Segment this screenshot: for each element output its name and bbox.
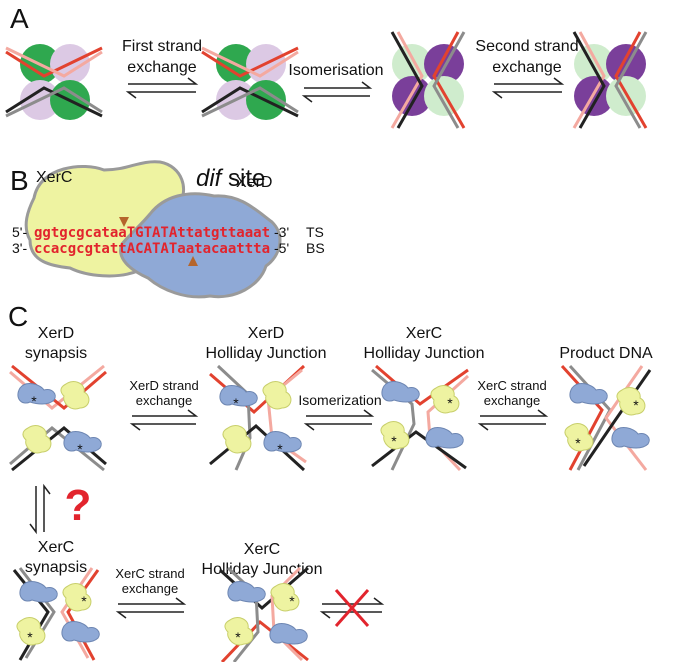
dif-site-title: dif site bbox=[196, 165, 265, 192]
panel-a-letter: A bbox=[10, 3, 29, 34]
bottom-strand-3prime: 3'- bbox=[12, 240, 27, 256]
state6-complex: * * bbox=[218, 566, 309, 662]
bottom-strand-sequence: ccacgcgtattACATATaatacaattta bbox=[34, 241, 270, 257]
arrow3-equilibrium bbox=[477, 409, 549, 431]
arrow4-label-line1: XerC strand bbox=[115, 566, 184, 581]
vertical-equilibrium-arrow bbox=[29, 483, 51, 535]
state2-label-line1: XerD bbox=[248, 325, 284, 342]
svg-text:*: * bbox=[77, 441, 83, 457]
xerc-label: XerC bbox=[36, 169, 72, 186]
state5-label-line2: synapsis bbox=[25, 559, 87, 576]
blocked-equilibrium-arrow bbox=[319, 589, 385, 627]
arrow3-label-line1: XerC strand bbox=[477, 378, 546, 393]
panel-a-step1b-label: exchange bbox=[127, 59, 196, 76]
arrow4-equilibrium bbox=[115, 597, 187, 619]
state1-label-line1: XerD bbox=[38, 325, 74, 342]
panel-a-equilibrium-arrow-2 bbox=[301, 81, 373, 103]
svg-text:*: * bbox=[391, 433, 397, 449]
state2-label-line2: Holliday Junction bbox=[206, 345, 327, 362]
state1-complex: * * bbox=[9, 364, 107, 472]
panel-a-complex-3 bbox=[390, 30, 466, 130]
cleavage-site-marker-top bbox=[119, 217, 129, 227]
xerd-protein-shape bbox=[119, 192, 282, 299]
bottom-strand-tag: BS bbox=[306, 240, 325, 256]
panel-b-letter: B bbox=[10, 165, 29, 196]
top-strand-sequence: ggtgcgcataaTGTATAttatgttaaat bbox=[34, 225, 270, 241]
arrow2-label: Isomerization bbox=[298, 392, 381, 408]
state4-label: Product DNA bbox=[559, 345, 653, 362]
arrow1-label-line1: XerD strand bbox=[129, 378, 198, 393]
state4-complex: * * bbox=[560, 364, 652, 471]
state5-label-line1: XerC bbox=[38, 539, 74, 556]
arrow1-label-line2: exchange bbox=[136, 393, 192, 408]
arrow1-equilibrium bbox=[129, 409, 199, 431]
svg-text:*: * bbox=[633, 397, 639, 413]
svg-text:*: * bbox=[31, 393, 37, 409]
arrow2-equilibrium bbox=[303, 409, 375, 431]
state2-complex: * * bbox=[209, 364, 307, 472]
top-strand-3prime: -3' bbox=[274, 224, 289, 240]
top-strand-5prime: 5'- bbox=[12, 224, 27, 240]
state3-complex: * * bbox=[371, 364, 470, 472]
cleavage-site-marker-bottom bbox=[188, 256, 198, 266]
svg-text:*: * bbox=[27, 629, 33, 645]
panel-a-complex-1 bbox=[4, 42, 104, 122]
state3-label-line1: XerC bbox=[406, 325, 442, 342]
state6-label-line1: XerC bbox=[244, 541, 280, 558]
svg-text:*: * bbox=[233, 395, 239, 411]
svg-text:*: * bbox=[575, 435, 581, 451]
state1-label-line2: synapsis bbox=[25, 345, 87, 362]
xerd-label: XerD bbox=[236, 174, 272, 191]
bottom-strand-5prime: -5' bbox=[274, 240, 289, 256]
svg-text:*: * bbox=[81, 593, 87, 609]
panel-a-equilibrium-arrow-3 bbox=[491, 77, 565, 99]
svg-text:*: * bbox=[277, 441, 283, 457]
arrow3-label-line2: exchange bbox=[484, 393, 540, 408]
svg-text:*: * bbox=[235, 629, 241, 645]
question-mark: ? bbox=[65, 481, 92, 530]
panel-c-letter: C bbox=[8, 301, 28, 332]
state5-complex: * * bbox=[12, 567, 100, 661]
panel-a-step2-label: Isomerisation bbox=[288, 62, 383, 79]
blocked-cross-icon bbox=[334, 589, 370, 627]
panel-a-step1-label: First strand bbox=[122, 38, 202, 55]
svg-text:*: * bbox=[289, 593, 295, 609]
panel-a-step3b-label: exchange bbox=[492, 59, 561, 76]
panel-a-step3-label: Second strand bbox=[475, 38, 578, 55]
panel-a-equilibrium-arrow-1 bbox=[125, 77, 199, 99]
arrow4-label-line2: exchange bbox=[122, 581, 178, 596]
state3-label-line2: Holliday Junction bbox=[364, 345, 485, 362]
svg-text:*: * bbox=[447, 395, 453, 411]
panel-a-complex-2 bbox=[200, 42, 300, 122]
panel-a-complex-4 bbox=[572, 30, 648, 130]
top-strand-tag: TS bbox=[306, 224, 324, 240]
